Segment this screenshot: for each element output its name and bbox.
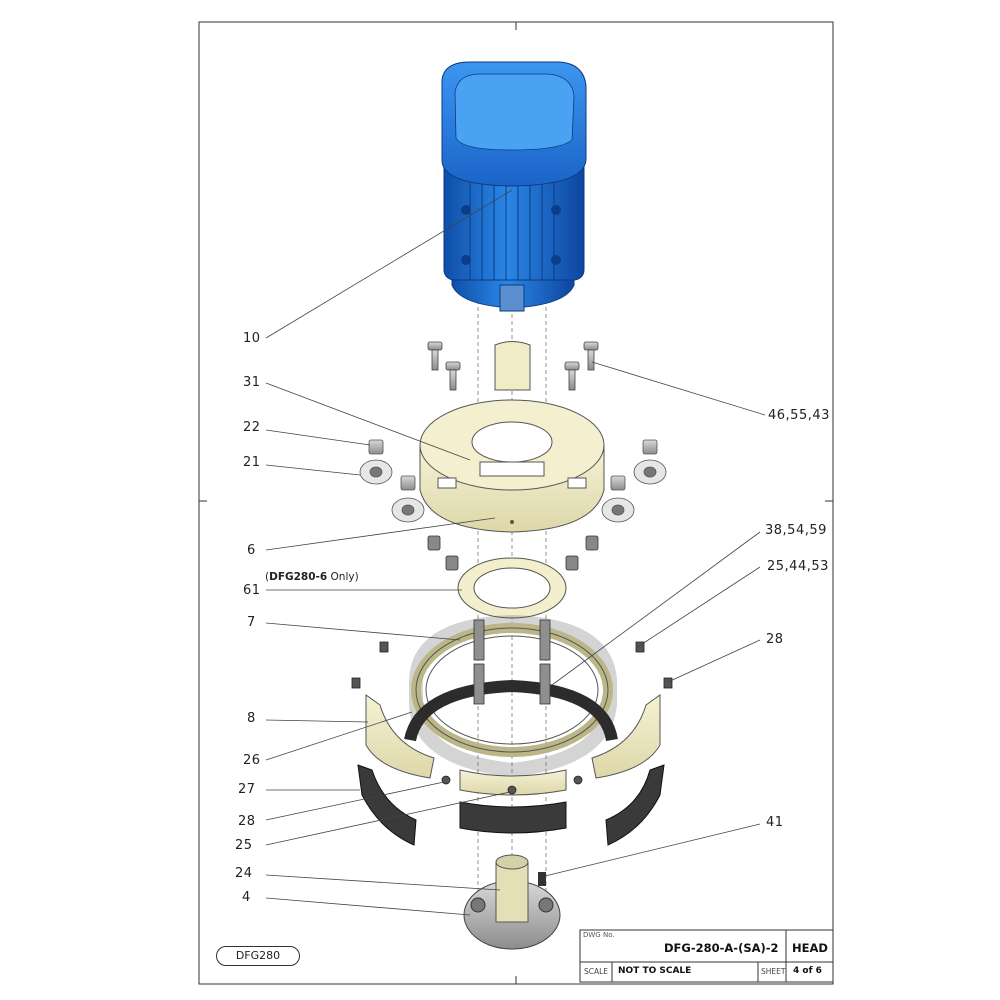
callout-61: 61 <box>243 583 261 598</box>
bolts-part-38-54-59 <box>473 619 551 705</box>
seal-part-26 <box>404 679 618 742</box>
callout-27: 27 <box>238 782 256 797</box>
callout-25-44-53: 25,44,53 <box>767 559 829 574</box>
ring-part-61 <box>457 557 567 619</box>
model-badge: DFG280 <box>216 946 300 966</box>
dwg-no-label: DWG No. <box>583 931 615 939</box>
sheet-number: 4 of 6 <box>793 966 822 976</box>
callout-26: 26 <box>243 753 261 768</box>
sheet-title: HEAD <box>792 941 828 955</box>
ring-part-7 <box>409 614 617 778</box>
callout-31: 31 <box>243 375 261 390</box>
callout-7: 7 <box>247 615 256 630</box>
bolts-part-46-55-43 <box>427 341 599 391</box>
callout-46-55-43: 46,55,43 <box>768 408 830 423</box>
leader-lines <box>265 189 766 916</box>
callout-25: 25 <box>235 838 253 853</box>
callout-21: 21 <box>243 455 261 470</box>
bearings-part-21 <box>359 459 667 523</box>
callout-4: 4 <box>242 890 251 905</box>
title-block <box>579 929 834 983</box>
drawing-frame <box>198 21 834 985</box>
callout-24: 24 <box>235 866 253 881</box>
callout-28-right: 28 <box>766 632 784 647</box>
callout-28-left: 28 <box>238 814 256 829</box>
hub-part-4 <box>463 854 561 950</box>
callout-38-54-59: 38,54,59 <box>765 523 827 538</box>
segments-part-8 <box>365 694 661 796</box>
callout-22: 22 <box>243 420 261 435</box>
dwg-no: DFG-280-A-(SA)-2 <box>664 941 779 955</box>
shafts-part-22 <box>368 439 658 491</box>
scale-value: NOT TO SCALE <box>618 966 692 976</box>
callout-8: 8 <box>247 711 256 726</box>
motor-part-10 <box>441 61 587 312</box>
variant-note: (DFG280-6 Only) <box>265 571 359 583</box>
brushes-part-27 <box>357 764 665 846</box>
assembly-centerlines <box>477 300 547 900</box>
scale-label: SCALE <box>584 967 609 976</box>
callout-10: 10 <box>243 331 261 346</box>
callout-6: 6 <box>247 543 256 558</box>
callout-41: 41 <box>766 815 784 830</box>
springs <box>427 535 599 571</box>
sheet-label: SHEET <box>761 967 786 976</box>
housing-part-6 <box>419 341 605 533</box>
